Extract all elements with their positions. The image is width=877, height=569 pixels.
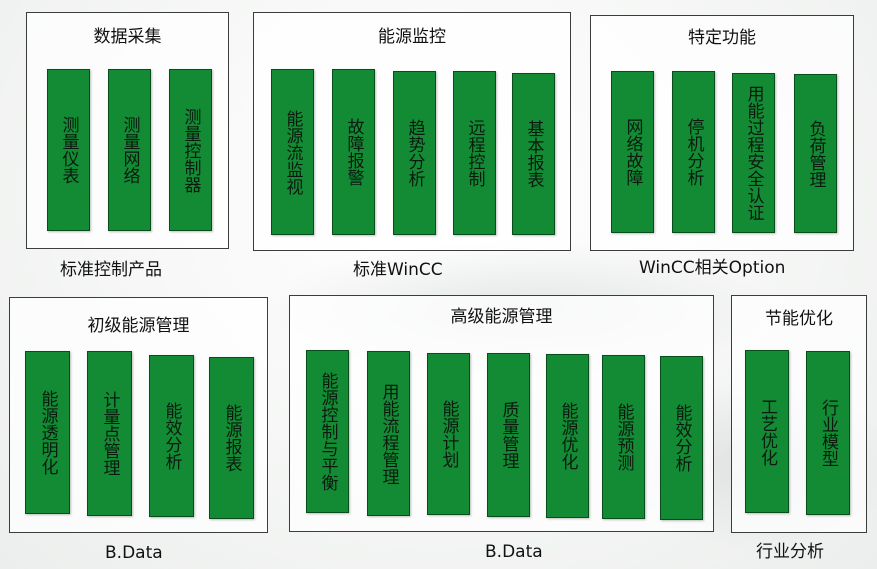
panel-energy-optimization: 节能优化 工艺优化 行业模型 [731, 295, 867, 533]
panel-basic-energy-management: 初级能源管理 能源透明化 计量点管理 能效分析 能源报表 [9, 297, 268, 533]
module-box: 能源控制与平衡 [306, 350, 349, 513]
module-box: 用能过程安全认证 [732, 73, 775, 233]
panel-caption: 行业分析 [756, 542, 824, 562]
module-box: 工艺优化 [745, 350, 789, 513]
module-label: 能源预测 [613, 403, 634, 471]
module-box: 计量点管理 [87, 351, 132, 516]
module-label: 测量网络 [119, 116, 140, 184]
module-box: 负荷管理 [794, 74, 837, 233]
module-box: 能源计划 [427, 353, 470, 515]
module-label: 能源报表 [221, 404, 242, 472]
panel-data-acquisition: 数据采集 测量仪表 测量网络 测量控制器 [26, 12, 229, 249]
module-box: 停机分析 [672, 71, 715, 233]
panel-caption: 标准控制产品 [60, 260, 162, 280]
module-box: 测量仪表 [47, 69, 90, 231]
module-label: 用能过程安全认证 [743, 85, 764, 221]
module-label: 远程控制 [464, 119, 485, 187]
panel-advanced-energy-management: 高级能源管理 能源控制与平衡 用能流程管理 能源计划 质量管理 能源优化 能源预… [289, 295, 714, 532]
panel-title: 高级能源管理 [450, 307, 553, 327]
module-label: 能源流监视 [282, 109, 303, 195]
module-box: 质量管理 [487, 353, 530, 517]
module-box: 能效分析 [149, 355, 194, 517]
module-box: 故障报警 [332, 69, 375, 235]
module-box: 能源优化 [546, 354, 589, 518]
module-box: 远程控制 [453, 71, 496, 235]
panel-title: 数据采集 [93, 27, 162, 47]
module-label: 负荷管理 [805, 119, 826, 188]
module-label: 停机分析 [683, 118, 704, 186]
module-box: 能源流监视 [271, 69, 314, 235]
module-label: 基本报表 [523, 120, 544, 188]
panel-specific-functions: 特定功能 网络故障 停机分析 用能过程安全认证 负荷管理 [590, 15, 854, 251]
module-label: 故障报警 [343, 118, 364, 186]
module-box: 用能流程管理 [367, 351, 410, 516]
panel-title: 能源监控 [378, 27, 446, 47]
module-label: 能源透明化 [37, 390, 58, 475]
module-label: 能源控制与平衡 [317, 372, 338, 491]
panel-caption: WinCC相关Option [639, 258, 786, 278]
module-label: 计量点管理 [99, 391, 120, 476]
panel-title: 节能优化 [765, 309, 833, 329]
module-label: 趋势分析 [404, 119, 425, 187]
module-label: 网络故障 [622, 118, 643, 186]
panel-energy-monitoring: 能源监控 能源流监视 故障报警 趋势分析 远程控制 基本报表 [253, 12, 571, 251]
module-label: 能效分析 [161, 402, 182, 470]
module-box: 能效分析 [660, 356, 703, 520]
module-label: 能效分析 [671, 404, 692, 472]
panel-caption: B.Data [105, 543, 163, 563]
module-box: 网络故障 [611, 71, 654, 233]
module-label: 工艺优化 [757, 397, 777, 466]
module-box: 能源报表 [209, 357, 254, 519]
module-label: 能源计划 [438, 400, 459, 468]
panel-title: 初级能源管理 [87, 316, 190, 336]
module-box: 行业模型 [806, 351, 850, 515]
panel-caption: B.Data [485, 542, 543, 562]
module-box: 趋势分析 [393, 71, 436, 235]
module-box: 基本报表 [512, 73, 555, 235]
module-label: 质量管理 [498, 401, 519, 469]
module-label: 测量仪表 [58, 116, 79, 184]
module-box: 能源预测 [602, 355, 645, 519]
module-box: 能源透明化 [25, 351, 70, 514]
module-label: 能源优化 [557, 402, 578, 470]
panel-caption: 标准WinCC [353, 260, 443, 280]
module-label: 测量控制器 [180, 107, 201, 193]
module-label: 用能流程管理 [378, 382, 399, 485]
module-label: 行业模型 [818, 399, 838, 467]
module-box: 测量网络 [108, 69, 151, 231]
module-box: 测量控制器 [169, 69, 212, 231]
panel-title: 特定功能 [688, 28, 756, 48]
